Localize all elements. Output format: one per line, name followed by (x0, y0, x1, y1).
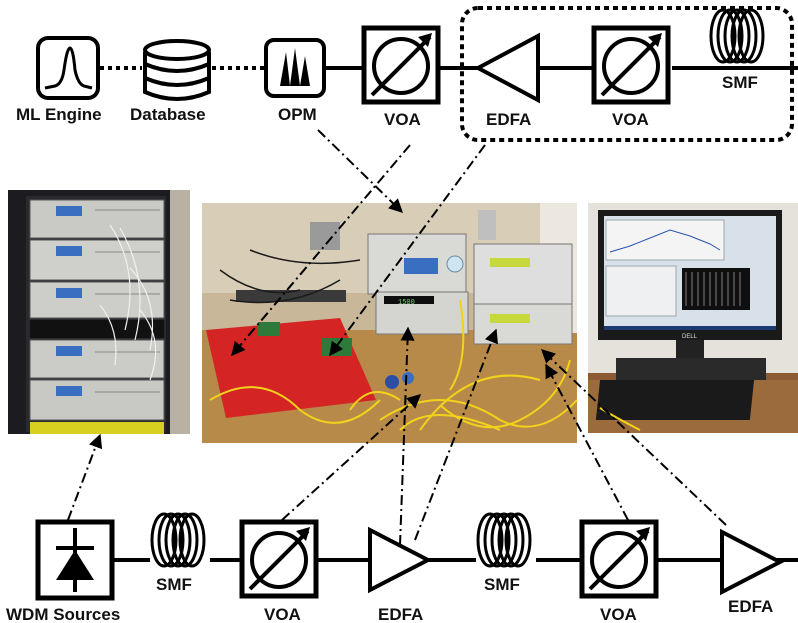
voa-icon (579, 519, 659, 599)
voa-icon (239, 519, 319, 599)
monitor-photo: DELL (588, 203, 798, 433)
laser-diode-icon (35, 519, 115, 601)
voa-top-2-label: VOA (612, 110, 649, 129)
voa-icon (591, 25, 671, 105)
amplifier-stage-group (460, 6, 794, 142)
wdm-sources-label: WDM Sources (6, 605, 120, 623)
edfa-bottom-1-label: EDFA (378, 605, 423, 623)
edfa-top-label: EDFA (486, 110, 531, 129)
smf-top-label: SMF (722, 73, 758, 92)
opm-icon (264, 38, 326, 98)
voa-icon (361, 25, 441, 105)
rack-photo (8, 190, 190, 434)
edfa-icon (720, 528, 785, 596)
edfa-icon (473, 32, 540, 104)
database-label: Database (130, 105, 206, 124)
monitor-brand-text: DELL (682, 334, 698, 340)
database-icon (143, 39, 211, 101)
fiber-coil-icon (476, 512, 532, 568)
edfa-icon (368, 526, 433, 594)
voa-bottom-1-label: VOA (264, 605, 301, 623)
ml-engine-icon (36, 36, 100, 100)
smf-bottom-1-label: SMF (156, 575, 192, 594)
fiber-coil-icon (709, 8, 765, 64)
voa-top-1-label: VOA (384, 110, 421, 129)
mapping-arrows (67, 129, 727, 546)
opm-label: OPM (278, 105, 317, 124)
edfa-display-text: 1500 (398, 299, 415, 307)
ml-engine-label: ML Engine (16, 105, 102, 124)
bench-photo: 1500 (202, 203, 578, 443)
voa-bottom-2-label: VOA (600, 605, 637, 623)
edfa-bottom-2-label: EDFA (728, 597, 773, 616)
fiber-coil-icon (150, 512, 206, 568)
smf-bottom-2-label: SMF (484, 575, 520, 594)
